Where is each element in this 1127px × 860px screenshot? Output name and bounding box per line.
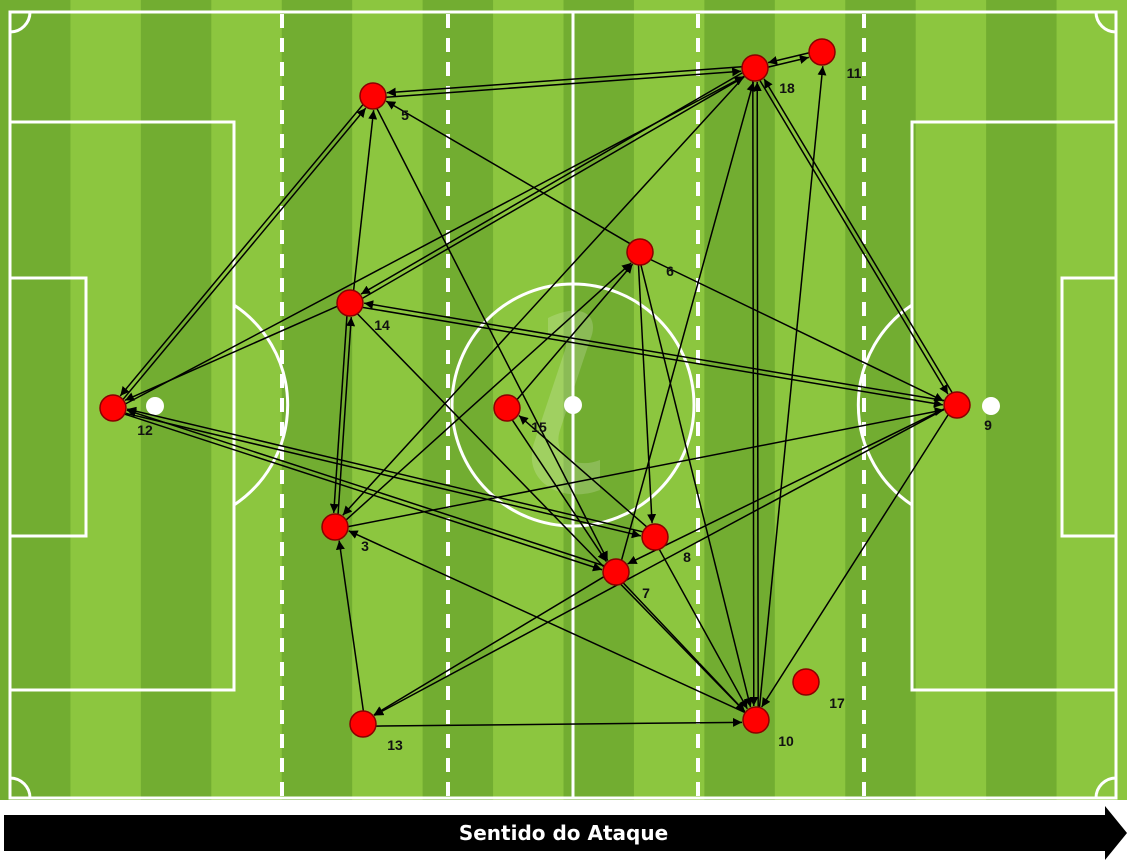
player-node-7 bbox=[603, 559, 629, 585]
player-node-13 bbox=[350, 711, 376, 737]
player-node-3 bbox=[322, 514, 348, 540]
player-node-6 bbox=[627, 239, 653, 265]
player-label-7: 7 bbox=[642, 585, 650, 601]
player-node-10 bbox=[743, 707, 769, 733]
player-label-9: 9 bbox=[984, 417, 992, 433]
right-penalty-spot bbox=[982, 397, 1000, 415]
player-label-8: 8 bbox=[683, 549, 691, 565]
player-node-5 bbox=[360, 83, 386, 109]
player-node-8 bbox=[642, 524, 668, 550]
soccer-pitch: 5 18 11 6 14 12 15 9 3 8 7 17 13 10 bbox=[0, 0, 1127, 800]
player-node-9 bbox=[944, 392, 970, 418]
player-node-15 bbox=[494, 395, 520, 421]
pass-arrow-10-to-18 bbox=[757, 82, 758, 707]
player-label-15: 15 bbox=[531, 419, 547, 435]
player-label-17: 17 bbox=[829, 695, 845, 711]
left-penalty-spot bbox=[146, 397, 164, 415]
player-node-17 bbox=[793, 669, 819, 695]
pass-network-diagram: 5 18 11 6 14 12 15 9 3 8 7 17 13 10 bbox=[0, 0, 1127, 800]
player-label-12: 12 bbox=[137, 422, 153, 438]
player-label-6: 6 bbox=[666, 263, 674, 279]
player-label-14: 14 bbox=[374, 317, 390, 333]
player-node-12 bbox=[100, 395, 126, 421]
player-label-13: 13 bbox=[387, 737, 403, 753]
player-node-18 bbox=[742, 55, 768, 81]
player-label-18: 18 bbox=[779, 80, 795, 96]
player-label-5: 5 bbox=[401, 107, 409, 123]
player-label-10: 10 bbox=[778, 733, 794, 749]
player-node-14 bbox=[337, 290, 363, 316]
player-node-11 bbox=[809, 39, 835, 65]
pass-arrow-18-to-10 bbox=[753, 81, 754, 706]
grass-stripe bbox=[845, 0, 915, 800]
player-label-11: 11 bbox=[847, 65, 862, 81]
attack-direction-label: Sentido do Ataque bbox=[0, 815, 1127, 851]
player-label-3: 3 bbox=[361, 538, 369, 554]
